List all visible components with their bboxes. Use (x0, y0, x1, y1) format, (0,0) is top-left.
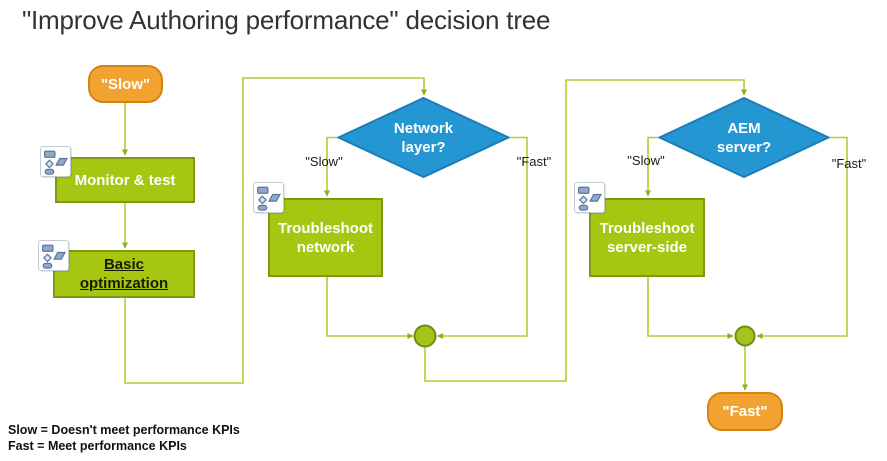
branch-label-aem-slow: "Slow" (627, 153, 665, 168)
process-troubleshoot-server-side: Troubleshoot server-side (589, 198, 705, 277)
process-label: Monitor & test (74, 171, 176, 189)
flowchart-icon (253, 182, 284, 213)
end-node-fast: "Fast" (707, 392, 783, 431)
legend-line-slow: Slow = Doesn't meet performance KPIs (8, 423, 240, 437)
process-label: Troubleshoot network (278, 219, 373, 256)
diamond-shape (337, 97, 510, 178)
diamond-shape (658, 97, 830, 178)
decision-aem-server: AEM server? (658, 97, 830, 178)
connector-junction1-to-aem-question (424, 79, 747, 382)
flowchart-icon (574, 182, 605, 213)
connector-aem-slow-branch (645, 136, 658, 197)
connector-junction-2 (734, 325, 756, 347)
connector-network-slow-branch (324, 136, 337, 197)
decision-label: Network layer? (393, 119, 454, 156)
connector-aem-fast-branch (756, 136, 848, 339)
flowchart-icon (40, 146, 71, 177)
branch-label-aem-fast: "Fast" (831, 156, 867, 171)
connector-troubleshoot-server-to-junction (647, 277, 734, 339)
process-label: Troubleshoot server-side (599, 219, 695, 256)
flowchart-icon (38, 240, 69, 271)
process-basic-optimization[interactable]: Basic optimization (53, 250, 195, 298)
end-node-label: "Fast" (722, 403, 768, 420)
page-title: "Improve Authoring performance" decision… (22, 5, 551, 35)
start-node-label: "Slow" (100, 75, 151, 93)
basic-optimization-link[interactable]: Basic optimization (79, 256, 169, 292)
branch-label-network-slow: "Slow" (305, 154, 343, 169)
connector-junction-1 (413, 324, 437, 348)
process-monitor-and-test: Monitor & test (55, 157, 195, 203)
branch-label-network-fast: "Fast" (516, 154, 552, 169)
process-troubleshoot-network: Troubleshoot network (268, 198, 383, 277)
legend-line-fast: Fast = Meet performance KPIs (8, 439, 187, 453)
decision-network-layer: Network layer? (337, 97, 510, 178)
legend: Slow = Doesn't meet performance KPIs Fas… (8, 422, 240, 454)
connector-basic-to-network-question (124, 77, 427, 384)
decision-label: AEM server? (716, 119, 772, 156)
start-node-slow: "Slow" (88, 65, 163, 103)
connector-network-fast-branch (437, 136, 528, 339)
connector-troubleshoot-network-to-junction (326, 277, 414, 339)
